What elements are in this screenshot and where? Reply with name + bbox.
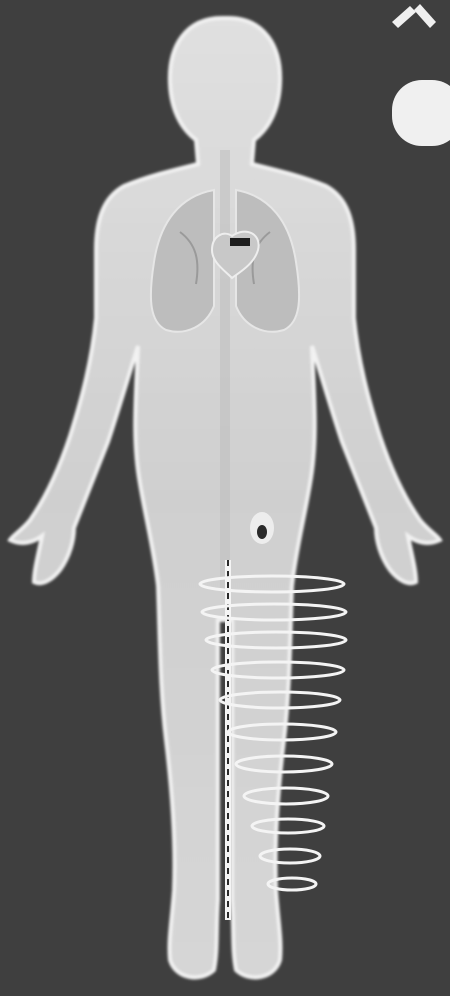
spine-line (220, 150, 230, 590)
pelvis-mark (250, 512, 274, 544)
